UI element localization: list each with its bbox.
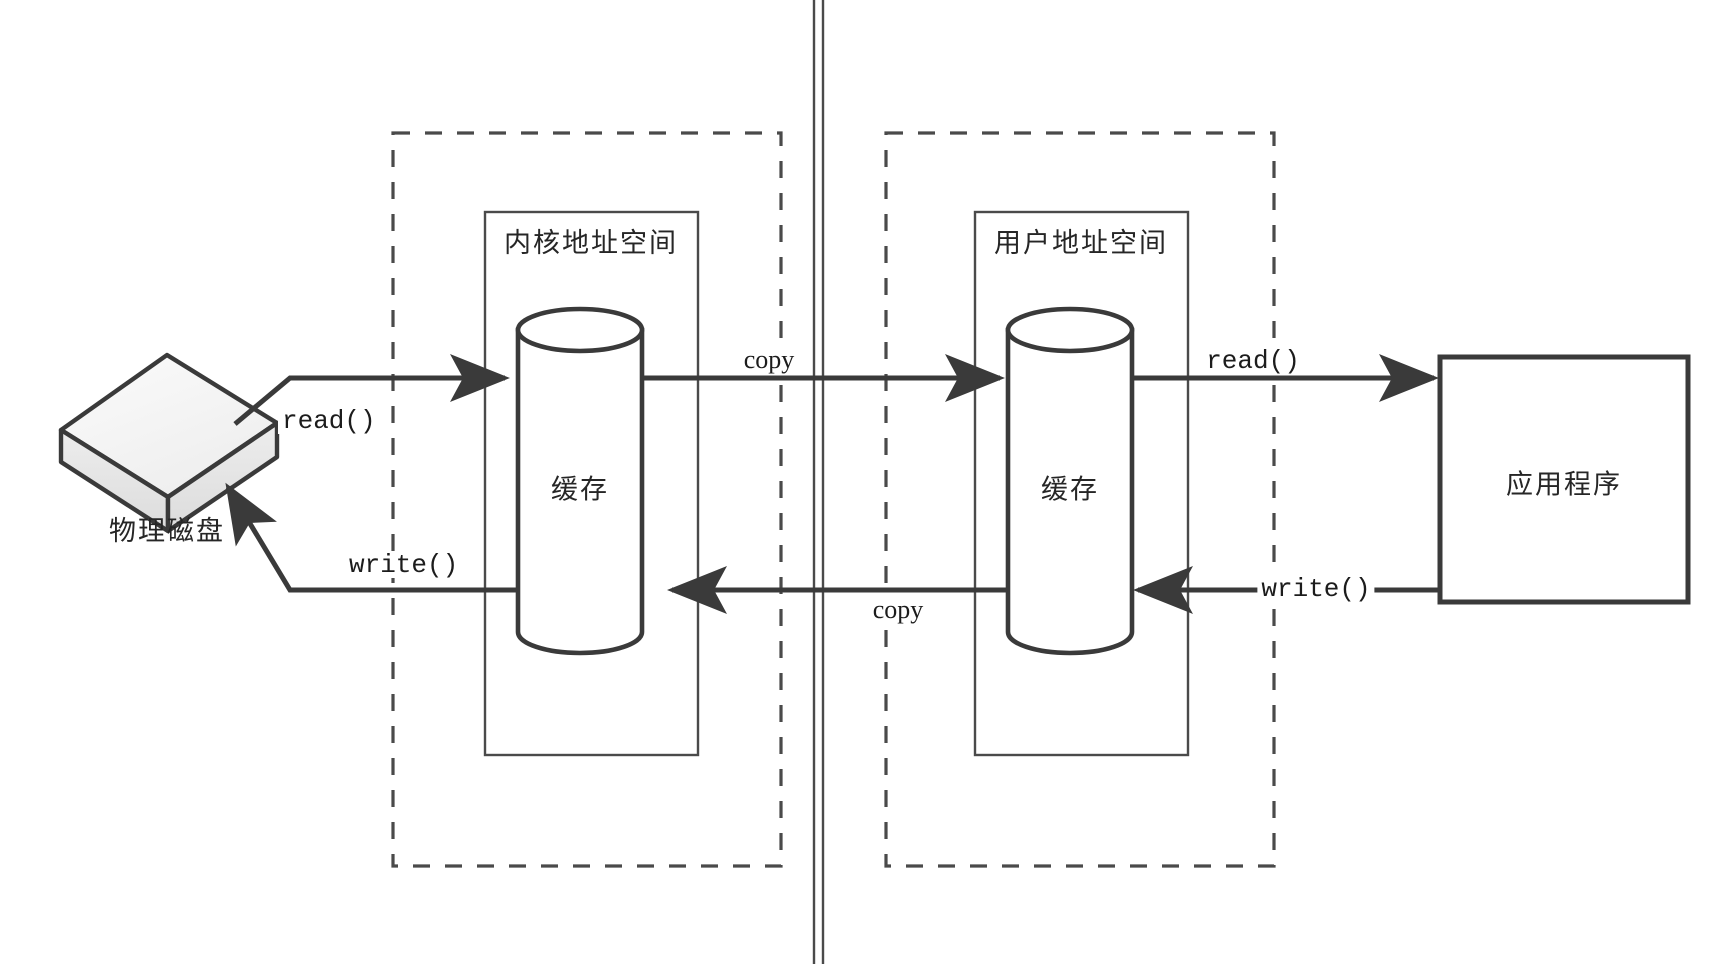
write-app-label: write() [1257,576,1375,602]
application-box [1437,354,1691,605]
user-group-dashed-boundary [884,131,1276,868]
kernel-address-space-box [483,210,700,757]
read-disk-label: read() [278,408,380,434]
physical-disk-shape [58,352,280,534]
user-address-space-box [973,210,1190,757]
read-app-label: read() [1202,348,1304,374]
user-address-space-label: 用户地址空间 [994,228,1168,259]
kernel-group-dashed-boundary [391,131,783,868]
edge-write-disk [225,482,518,593]
copy-down-label: copy [867,597,929,623]
user-buffer-label: 缓存 [1041,474,1099,506]
kernel-buffer-cylinder [515,306,645,656]
physical-disk-label: 物理磁盘 [109,516,225,547]
kernel-address-space-label: 内核地址空间 [504,228,678,259]
kernel-user-boundary-divider [812,0,825,964]
application-label: 应用程序 [1506,469,1622,501]
kernel-buffer-label: 缓存 [551,474,609,506]
copy-up-label: copy [738,347,800,373]
write-disk-label: write() [345,552,463,578]
edge-read-disk [233,354,510,426]
user-buffer-cylinder [1005,306,1135,656]
